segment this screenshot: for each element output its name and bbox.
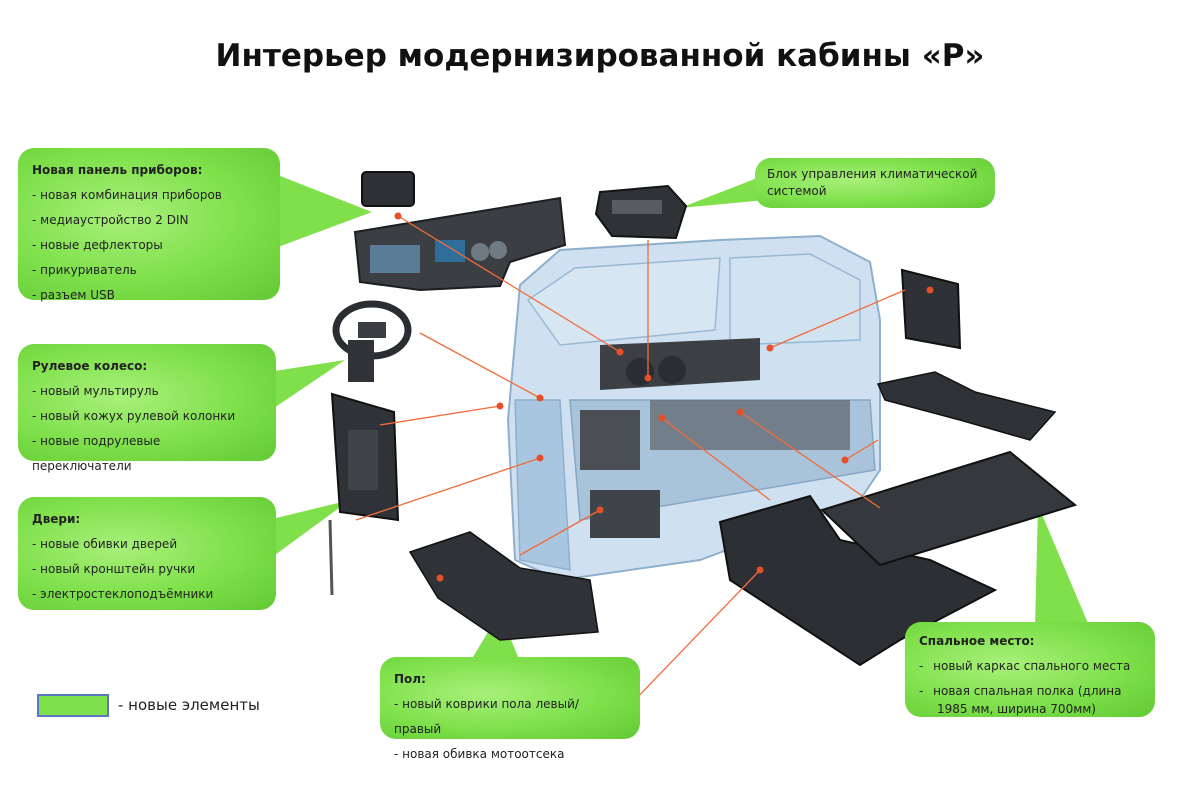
callout-title: Новая панель приборов: <box>32 163 203 177</box>
list-item: новый мультируль <box>32 379 262 404</box>
climate-control-callout: Блок управления климатической системой <box>755 158 995 208</box>
floor-mat-left-part <box>408 531 599 641</box>
list-item: новый кожух рулевой колонки <box>32 404 262 429</box>
doors-callout-tail <box>268 500 350 560</box>
panel-callout-tail <box>270 172 372 250</box>
leader-lines <box>355 215 906 706</box>
callout-list: новый мультируль новый кожух рулевой кол… <box>32 379 262 479</box>
callout-title: Пол: <box>394 672 426 686</box>
cab-body <box>506 234 881 582</box>
climate-callout-tail <box>680 175 765 208</box>
list-item: новая спальная полка (длина 1985 мм, шир… <box>919 682 1141 718</box>
list-item: новый каркас спального места <box>919 657 1141 675</box>
list-item: прикуриватель <box>32 258 266 283</box>
callout-list: новый коврики пола левый/правый новая об… <box>394 692 626 767</box>
callout-title: Рулевое колесо: <box>32 359 148 373</box>
list-item: новая комбинация приборов <box>32 183 266 208</box>
steering-wheel-callout: Рулевое колесо: новый мультируль новый к… <box>18 344 276 473</box>
callout-text: Блок управления климатической системой <box>767 167 978 198</box>
list-item: новая обивка мотоотсека <box>394 742 626 767</box>
floor-mat-right-part <box>876 371 1057 441</box>
list-item: новые обивки дверей <box>32 532 262 557</box>
doors-callout: Двери: новые обивки дверей новый кронште… <box>18 497 276 610</box>
callout-list: новые обивки дверей новый кронштейн ручк… <box>32 532 262 607</box>
element-markers <box>394 212 934 582</box>
legend-swatch <box>37 694 109 717</box>
list-item: новый кронштейн ручки <box>32 557 262 582</box>
callout-title: Спальное место: <box>919 634 1035 648</box>
list-item: новый коврики пола левый/правый <box>394 692 626 742</box>
right-door-trim-part <box>900 268 962 350</box>
wheel-callout-tail <box>268 360 345 412</box>
callout-title: Двери: <box>32 512 81 526</box>
sleeping-place-callout: Спальное место: новый каркас спального м… <box>905 622 1155 717</box>
door-trim-part <box>328 392 400 596</box>
list-item: электростеклоподъёмники <box>32 582 262 607</box>
page-title: Интерьер модернизированной кабины «Р» <box>215 38 985 74</box>
callout-list: новая комбинация приборов медиаустройств… <box>32 183 266 308</box>
list-item: медиаустройство 2 DIN <box>32 208 266 233</box>
floor-callout: Пол: новый коврики пола левый/правый нов… <box>380 657 640 761</box>
list-item: разъем USB <box>32 283 266 308</box>
dashboard-part <box>353 171 567 292</box>
list-item: новые дефлекторы <box>32 233 266 258</box>
callout-list: новый каркас спального места новая спаль… <box>919 657 1141 718</box>
steering-wheel-part <box>332 300 412 382</box>
legend-label: - новые элементы <box>118 696 260 714</box>
list-item: новые подрулевые переключатели <box>32 429 262 479</box>
climate-unit-part <box>594 184 688 240</box>
sleep-callout-tail <box>1035 505 1090 628</box>
instrument-panel-callout: Новая панель приборов: новая комбинация … <box>18 148 280 302</box>
